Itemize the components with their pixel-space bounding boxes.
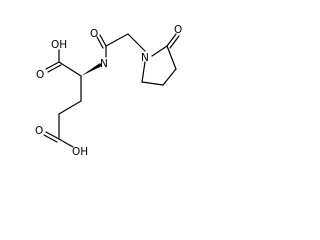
bond-c1-o-a — [45, 61, 60, 70]
bond-ch2-ringn — [127, 33, 146, 52]
bond-calpha-c1 — [58, 61, 82, 77]
bond-c1-o-b — [47, 64, 62, 73]
atom-label-side-acid-oh: OH — [72, 146, 88, 158]
atom-label-alpha-acid-o: O — [36, 69, 44, 81]
bond-cd-o-b — [43, 134, 58, 143]
bond-camide-o-b — [96, 36, 104, 49]
atom-label-ring-n: N — [141, 52, 149, 64]
bond-ringc-o-a — [166, 33, 177, 47]
bond-cb-cg — [58, 100, 82, 115]
atom-label-amide-o: O — [90, 28, 98, 40]
bond-camide-ch2 — [105, 33, 129, 47]
bond-c5-ringn — [141, 61, 146, 83]
bond-cco-c3 — [166, 45, 177, 70]
bond-camide-o-a — [99, 34, 107, 47]
atom-label-alpha-acid-oh: OH — [51, 39, 67, 51]
atom-label-side-acid-o: O — [35, 125, 43, 137]
bond-cd-o-a — [45, 131, 60, 140]
bond-c4-c5 — [141, 81, 164, 86]
structure-diagram: O N N O OH O O OH — [0, 0, 204, 167]
bond-ringn-cco — [151, 45, 168, 57]
bond-c3-c4 — [162, 68, 177, 86]
atom-label-ring-o: O — [174, 24, 182, 36]
bond-cd-oh — [58, 138, 74, 148]
atom-label-amide-n: N — [100, 58, 108, 70]
bond-ringc-o-b — [169, 35, 180, 49]
wedge-bond-calpha-n — [81, 63, 102, 76]
